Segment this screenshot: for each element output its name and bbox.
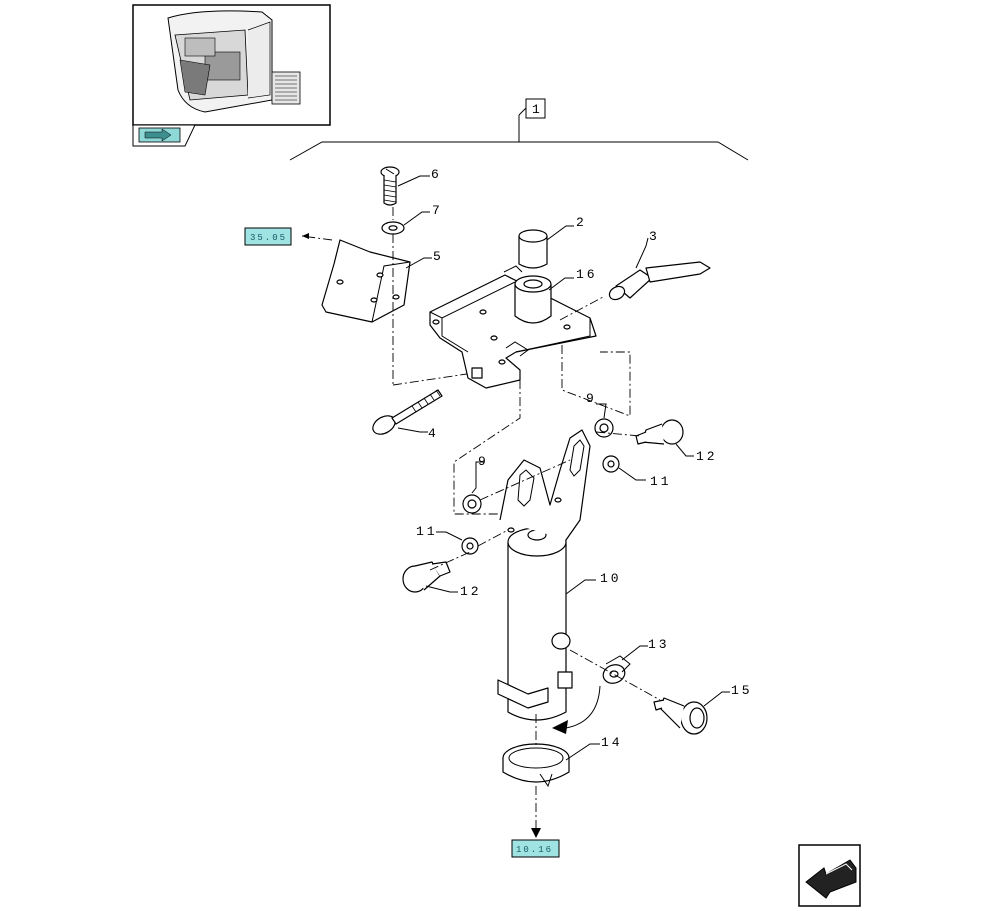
ref-box-bottom[interactable]: 10.16 xyxy=(511,839,560,858)
part-11-washer-right xyxy=(602,455,620,473)
rotation-arrow xyxy=(552,685,601,734)
callout-12-left: 12 xyxy=(460,584,482,599)
callout-11-right: 11 xyxy=(650,474,672,489)
part-3-lever xyxy=(608,261,711,301)
callout-16: 16 xyxy=(576,267,598,282)
ref-box-top-left[interactable]: 35.05 xyxy=(244,227,292,246)
callout-14: 14 xyxy=(601,735,623,750)
group-label: 1 xyxy=(532,102,543,117)
nav-previous-button[interactable] xyxy=(132,124,196,147)
part-4-bolt xyxy=(372,389,443,435)
ref-box-bottom-text: 10.16 xyxy=(516,845,553,855)
callout-15: 15 xyxy=(731,683,753,698)
callout-12-right: 12 xyxy=(696,449,718,464)
callout-6: 6 xyxy=(431,167,442,182)
callout-10: 10 xyxy=(600,571,622,586)
part-15-knob xyxy=(653,697,708,735)
group-bracket: 1 xyxy=(289,98,749,161)
ref-box-top-left-text: 35.05 xyxy=(250,233,287,243)
callout-4: 4 xyxy=(428,426,439,441)
part-9-washer-left xyxy=(462,494,482,514)
callout-3: 3 xyxy=(649,229,660,244)
part-16-bracket-plate xyxy=(429,265,597,389)
callout-9-left: 9 xyxy=(478,454,489,469)
part-12-pin-left xyxy=(402,561,451,593)
callout-7: 7 xyxy=(432,203,443,218)
callout-11-left: 11 xyxy=(416,524,438,539)
part-14-ring xyxy=(502,743,570,788)
part-10-steering-column-tube xyxy=(497,429,591,721)
part-11-washer-left xyxy=(461,537,479,555)
part-7-washer xyxy=(381,221,405,235)
part-9-washer-right xyxy=(594,418,614,438)
arrow-right-icon xyxy=(144,128,172,142)
arrow-left-icon xyxy=(805,859,857,899)
cab-thumbnail[interactable] xyxy=(132,4,331,126)
callout-13: 13 xyxy=(648,637,670,652)
part-2-bushing xyxy=(518,229,548,269)
part-13-bush xyxy=(602,655,631,684)
part-12-pin-right xyxy=(635,419,684,445)
part-5-plate xyxy=(321,239,411,323)
nav-back-button[interactable] xyxy=(798,844,861,907)
part-6-screw xyxy=(380,166,400,206)
callout-9-right: 9 xyxy=(586,391,597,406)
callout-2: 2 xyxy=(576,215,587,230)
callout-5: 5 xyxy=(433,249,444,264)
